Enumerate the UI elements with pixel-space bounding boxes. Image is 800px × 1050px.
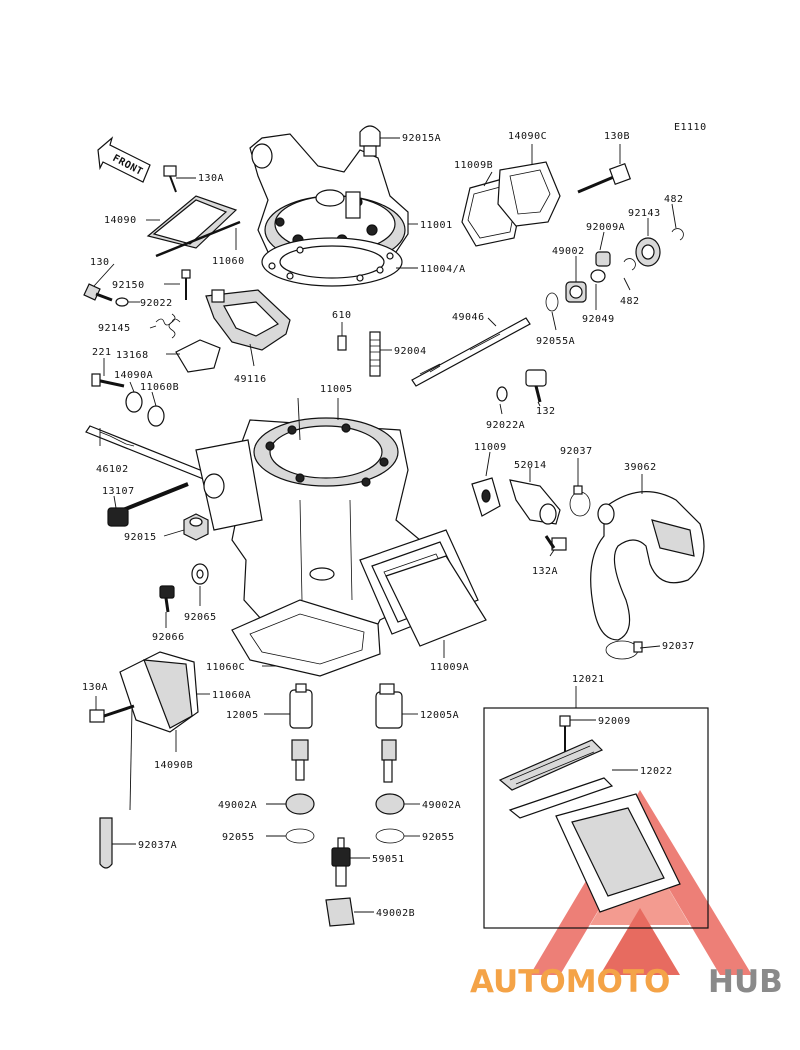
watermark-brand-orange: AUTOMOTO	[470, 964, 670, 1000]
left-cover-part	[146, 165, 241, 258]
reed-valve-inset	[483, 707, 709, 929]
callout-label: 92143	[628, 208, 661, 219]
callout-label: 92065	[184, 612, 217, 623]
callout-label: 11004/A	[420, 264, 466, 275]
bolt-130-part	[83, 283, 129, 307]
callout-label: 49116	[234, 374, 267, 385]
head-gasket-part	[261, 237, 403, 287]
callout-label: 132	[536, 406, 556, 417]
callout-label: 13168	[116, 350, 149, 361]
cap-nut-part	[359, 125, 381, 157]
bolt-130b-part	[577, 162, 632, 194]
stud-bolt-part	[337, 331, 381, 377]
callout-label: 130B	[604, 131, 630, 142]
callout-label: 92037	[662, 641, 695, 652]
callout-label: 130	[90, 257, 110, 268]
callout-label: 130A	[198, 173, 224, 184]
callout-label: 11009B	[454, 160, 493, 171]
figure-code: E1110	[674, 122, 707, 133]
callout-label: 92037	[560, 446, 593, 457]
drain-tube-part	[99, 817, 113, 869]
callout-label: 11001	[420, 220, 453, 231]
callout-label: 14090B	[154, 760, 193, 771]
callout-label: 11009A	[430, 662, 469, 673]
callout-label: 92004	[394, 346, 427, 357]
callout-label: 92055	[422, 832, 455, 843]
callout-labels: 92015A 14090C 130B E1110 130A 11009B 482…	[82, 122, 707, 919]
water-fitting-part	[471, 477, 591, 525]
bolt-132-part	[496, 369, 547, 403]
callout-label: 92055	[222, 832, 255, 843]
callout-label: 46102	[96, 464, 129, 475]
callout-label: 49002B	[376, 908, 415, 919]
cylinder-head-part	[249, 133, 409, 273]
hose-clamp-part	[605, 640, 643, 660]
spring-parts	[155, 269, 191, 339]
callout-label: 92066	[152, 632, 185, 643]
callout-label: 92055A	[536, 336, 575, 347]
callout-label: 92037A	[138, 840, 177, 851]
callout-label: 12005	[226, 710, 259, 721]
water-hose-part	[590, 491, 705, 641]
callout-label: 11009	[474, 442, 507, 453]
callout-label: 39062	[624, 462, 657, 473]
callout-label: 11005	[320, 384, 353, 395]
callout-label: 92015A	[402, 133, 441, 144]
valve-cover-part	[89, 651, 199, 733]
bolt-132a-part	[544, 535, 567, 551]
callout-label: 14090A	[114, 370, 153, 381]
callout-label: 92015	[124, 532, 157, 543]
callout-label: 59051	[372, 854, 405, 865]
callout-label: 11060A	[212, 690, 251, 701]
leader-lines	[93, 137, 677, 913]
reed-gasket-part	[359, 529, 487, 647]
front-arrow-icon: FRONT	[97, 136, 151, 183]
callout-label: 49002	[552, 246, 585, 257]
callout-label: 92009	[598, 716, 631, 727]
callout-label: 221	[92, 347, 112, 358]
valve-linkage-part	[175, 289, 291, 373]
nut-92015-part	[183, 513, 209, 541]
callout-label: 482	[620, 296, 640, 307]
callout-label: 130A	[82, 682, 108, 693]
valve-gear-part	[325, 837, 355, 927]
callout-label: 11060C	[206, 662, 245, 673]
callout-label: 49002A	[218, 800, 257, 811]
valve-small-parts	[545, 228, 684, 312]
exhaust-cover-part	[461, 161, 561, 247]
callout-label: 482	[664, 194, 684, 205]
callout-label: 14090C	[508, 131, 547, 142]
shaft-part	[85, 425, 231, 527]
callout-label: 92009A	[586, 222, 625, 233]
callout-label: 92022	[140, 298, 173, 309]
callout-label: 92049	[582, 314, 615, 325]
callout-label: 92150	[112, 280, 145, 291]
callout-label: 13107	[102, 486, 135, 497]
callout-label: 49046	[452, 312, 485, 323]
callout-label: 12022	[640, 766, 673, 777]
base-gasket-part	[231, 599, 381, 677]
callout-label: 132A	[532, 566, 558, 577]
exhaust-valve-left-part	[285, 683, 315, 844]
callout-label: 11060B	[140, 382, 179, 393]
power-valve-rod-part	[411, 317, 531, 387]
watermark-text: AUTOMOTO HUB	[470, 964, 783, 1000]
callout-label: 92145	[98, 323, 131, 334]
callout-label: 12021	[572, 674, 605, 685]
callout-label: 92022A	[486, 420, 525, 431]
watermark-brand-gray: HUB	[708, 964, 783, 1000]
callout-label: 49002A	[422, 800, 461, 811]
callout-label: 52014	[514, 460, 547, 471]
drain-bolt-part	[159, 563, 209, 613]
callout-label: 14090	[104, 215, 137, 226]
callout-label: 610	[332, 310, 352, 321]
exhaust-valve-right-part	[375, 683, 405, 844]
callout-label: 12005A	[420, 710, 459, 721]
callout-label: 11060	[212, 256, 245, 267]
